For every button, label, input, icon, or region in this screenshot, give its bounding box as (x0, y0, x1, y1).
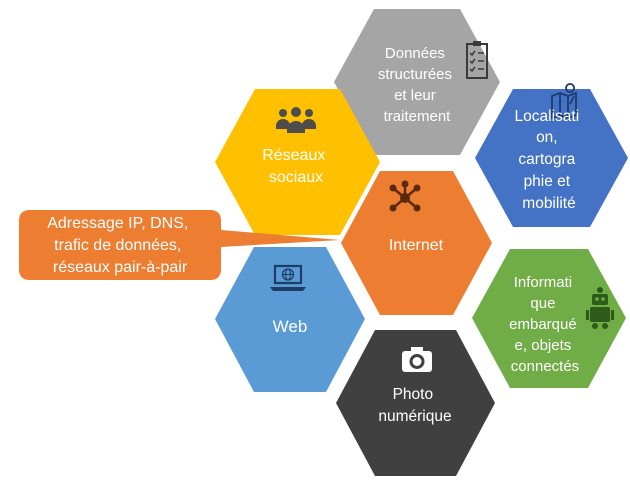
laptop-globe-icon (270, 264, 306, 291)
hex-reseaux: Réseaux sociaux (215, 89, 380, 235)
hex-informatique-label: Informati que embarqué e, objets connect… (509, 274, 581, 375)
hex-informatique-line: Informati (514, 274, 572, 291)
hex-localisation-shape (475, 89, 628, 227)
hex-informatique-shape (472, 249, 626, 388)
hex-localisation-line: cartogra (518, 151, 575, 168)
hex-informatique-line: embarqué (509, 316, 577, 333)
map-pin-icon (551, 83, 577, 120)
hex-informatique: Informati que embarqué e, objets connect… (472, 249, 626, 388)
hex-internet-label: Internet (389, 237, 444, 254)
hex-web-line: Web (273, 317, 308, 336)
hex-internet-shape (341, 171, 492, 315)
hex-web: Web (215, 247, 365, 392)
hex-localisation-label: Localisati on, cartogra phie et mobilité (515, 108, 584, 212)
hex-donnees-line: traitement (384, 108, 452, 125)
hex-localisation-line: phie et (524, 173, 571, 190)
hex-informatique-line: que (530, 295, 555, 312)
hex-reseaux-line: sociaux (269, 169, 323, 186)
hex-photo-shape (336, 330, 495, 476)
hex-informatique-line: e, objets (515, 337, 572, 354)
hex-web-label: Web (273, 317, 308, 336)
hex-reseaux-shape (215, 89, 380, 235)
callout-line: réseaux pair-à-pair (53, 259, 188, 276)
hex-reseaux-label: Réseaux sociaux (262, 147, 330, 186)
hex-donnees: Données structurées et leur traitement (334, 9, 500, 155)
hex-web-shape (215, 247, 365, 392)
callout: Adressage IP, DNS, trafic de données, ré… (19, 210, 340, 280)
hex-localisation-line: Localisati (515, 108, 580, 125)
hex-informatique-line: connectés (511, 358, 579, 375)
camera-icon (402, 347, 432, 372)
people-group-icon (276, 107, 316, 133)
hex-donnees-line: Données (385, 45, 445, 62)
hex-donnees-shape (334, 9, 500, 155)
callout-label: Adressage IP, DNS, trafic de données, ré… (47, 215, 193, 276)
network-hub-icon (389, 180, 421, 212)
hex-donnees-line: structurées (378, 66, 452, 83)
checklist-icon (466, 41, 488, 79)
callout-line: Adressage IP, DNS, (47, 215, 188, 232)
hex-donnees-line: et leur (394, 87, 436, 104)
hex-photo-label: Photo numérique (378, 386, 451, 425)
hex-photo-line: Photo (393, 386, 434, 403)
hex-photo-line: numérique (378, 408, 451, 425)
hex-localisation: Localisati on, cartogra phie et mobilité (475, 83, 628, 227)
hex-internet: Internet (341, 171, 492, 315)
hex-localisation-line: on, (536, 129, 558, 146)
callout-shape (19, 210, 340, 280)
robot-icon (586, 287, 614, 329)
hex-photo: Photo numérique (336, 330, 495, 476)
hex-donnees-label: Données structurées et leur traitement (378, 45, 456, 125)
hex-localisation-line: mobilité (522, 195, 575, 212)
callout-line: trafic de données, (54, 237, 181, 254)
hex-reseaux-line: Réseaux (262, 147, 325, 164)
hex-internet-line: Internet (389, 237, 444, 254)
